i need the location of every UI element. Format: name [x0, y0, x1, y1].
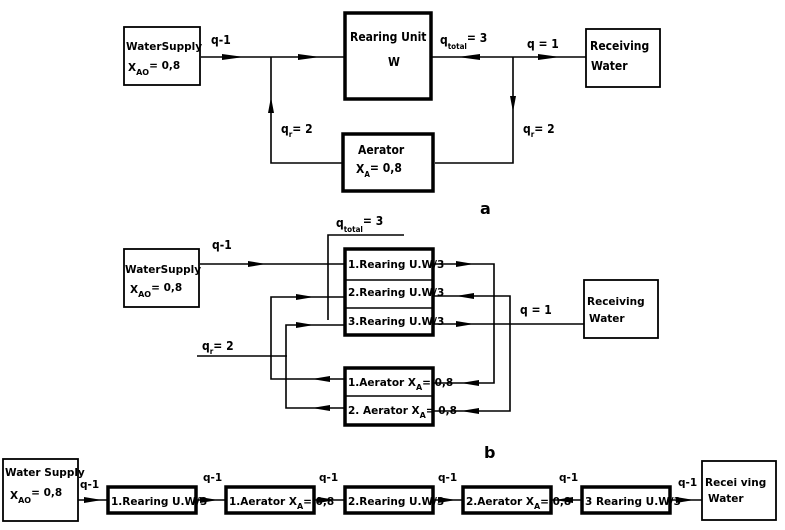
arrow-right-icon	[676, 497, 694, 503]
flow-label-c-6: q-1	[678, 477, 697, 489]
arrow-right-icon	[318, 497, 336, 503]
arrow-right-icon	[248, 261, 266, 267]
svg-text:XAO= 0,8: XAO= 0,8	[10, 487, 62, 505]
svg-text:XAO= 0,8: XAO= 0,8	[128, 60, 180, 77]
diagram-c: Water Supply XAO= 0,8 1.Rearing U.W/3 1.…	[2, 458, 777, 522]
feed-line-aerator1-to-rearing2	[270, 296, 346, 380]
flow-label-c-1: q-1	[80, 479, 99, 491]
svg-text:2.Aerator XA= 0,8: 2.Aerator XA= 0,8	[466, 496, 571, 511]
arrow-left-icon	[461, 408, 479, 414]
svg-text:1.Rearing U.W/3: 1.Rearing U.W/3	[111, 496, 207, 508]
aerator-title: Aerator	[358, 143, 405, 157]
flow-label-c-5: q-1	[559, 472, 578, 484]
receiving-water-box-b: Receiving Water	[583, 279, 659, 339]
flow-label-total: qtotal= 3	[440, 31, 487, 51]
aerator-1: 1.Aerator XA= 0,8	[348, 377, 453, 392]
arrow-right-icon	[298, 54, 320, 60]
arrow-right-icon	[84, 497, 102, 503]
diagram-b: WaterSupply XAO= 0,8 1.Rearing U.W/3 2.R…	[123, 214, 659, 462]
arrow-left-icon	[312, 376, 330, 382]
rearing-unit-1: 1.Rearing U.W/3	[348, 259, 444, 271]
svg-text:Receiving: Receiving	[590, 39, 649, 53]
flow-label-total-b: qtotal= 3	[336, 214, 383, 234]
return-line-rearing2-to-aerator2	[433, 295, 511, 412]
arrow-up-icon	[268, 97, 274, 113]
stage-3-rearing: 2.Rearing U.W/3	[343, 485, 444, 515]
arrow-left-icon	[312, 405, 330, 411]
svg-text:WaterSupply: WaterSupply	[125, 264, 201, 276]
svg-text:Water: Water	[708, 493, 744, 505]
aerators-stack: 1.Aerator XA= 0,8 2. Aerator XA= 0,8	[343, 366, 457, 427]
stage-4-aerator: 2.Aerator XA= 0,8	[461, 485, 571, 515]
svg-text:XAO= 0,8: XAO= 0,8	[130, 282, 182, 299]
water-supply-box-b: WaterSupply XAO= 0,8	[123, 248, 201, 308]
svg-text:Water: Water	[591, 59, 628, 73]
rearing-unit-box: Rearing Unit W	[343, 11, 433, 101]
svg-text:XA= 0,8: XA= 0,8	[356, 161, 402, 179]
caption-a: a	[480, 199, 491, 218]
aerator-2: 2. Aerator XA= 0,8	[348, 405, 457, 420]
feed-line-aerator2-to-rearing3	[285, 324, 346, 409]
svg-text:Recei ving: Recei ving	[705, 477, 766, 489]
arrow-left-icon	[458, 54, 480, 60]
arrow-right-icon	[456, 261, 474, 267]
total-distribution-line	[327, 234, 404, 320]
stage-1-rearing: 1.Rearing U.W/3	[106, 485, 207, 515]
recycle-label-left: qr= 2	[281, 122, 313, 139]
rearing-unit-title: Rearing Unit	[350, 30, 426, 44]
flow-label-out: q = 1	[527, 37, 559, 51]
stage-5-rearing: 3 Rearing U.W/3	[580, 485, 681, 515]
flow-label-in: q-1	[211, 33, 231, 47]
svg-text:1.Aerator XA= 0,8: 1.Aerator XA= 0,8	[229, 496, 334, 511]
flow-label-c-4: q-1	[438, 472, 457, 484]
svg-text:Receiving: Receiving	[587, 296, 645, 308]
flow-label-c-2: q-1	[203, 472, 222, 484]
recycle-label-b: qr= 2	[202, 339, 234, 356]
recycle-label-right: qr= 2	[523, 122, 555, 139]
flow-label-out-b: q = 1	[520, 303, 552, 317]
diagram-a: WaterSupply XAO= 0,8 Rearing Unit W Rece…	[123, 11, 661, 218]
arrow-down-icon	[510, 96, 516, 112]
arrow-right-icon	[296, 294, 314, 300]
flow-label-in-b: q-1	[212, 238, 232, 252]
rearing-units-stack: 1.Rearing U.W/3 2.Rearing U.W/3 3.Rearin…	[343, 247, 444, 337]
arrow-right-icon	[296, 322, 314, 328]
flow-label-c-3: q-1	[319, 472, 338, 484]
svg-text:Water Supply: Water Supply	[5, 467, 85, 479]
rearing-unit-2: 2.Rearing U.W/3	[348, 287, 444, 299]
water-supply-box-c: Water Supply XAO= 0,8	[2, 458, 85, 522]
water-supply-title: WaterSupply	[126, 41, 202, 53]
arrow-left-icon	[555, 497, 573, 503]
rearing-unit-3: 3.Rearing U.W/3	[348, 316, 444, 328]
arrow-right-icon	[438, 497, 456, 503]
water-supply-box: WaterSupply XAO= 0,8	[123, 26, 202, 86]
svg-text:2.Rearing U.W/3: 2.Rearing U.W/3	[348, 496, 444, 508]
receiving-water-box: Receiving Water	[585, 28, 661, 88]
arrow-left-icon	[461, 380, 479, 386]
rearing-unit-sub: W	[388, 55, 400, 69]
svg-text:3 Rearing U.W/3: 3 Rearing U.W/3	[585, 496, 681, 508]
arrow-right-icon	[200, 497, 218, 503]
aerator-box: Aerator XA= 0,8	[341, 132, 435, 193]
caption-b: b	[484, 443, 495, 462]
arrow-right-icon	[538, 54, 560, 60]
stage-2-aerator: 1.Aerator XA= 0,8	[224, 485, 334, 515]
recycle-line-left	[270, 57, 342, 164]
arrow-right-icon	[222, 54, 244, 60]
receiving-water-box-c: Recei ving Water	[701, 460, 777, 521]
arrow-right-icon	[456, 321, 474, 327]
arrow-left-icon	[456, 293, 474, 299]
svg-text:Water: Water	[589, 313, 625, 325]
recycle-line-right	[435, 57, 514, 164]
